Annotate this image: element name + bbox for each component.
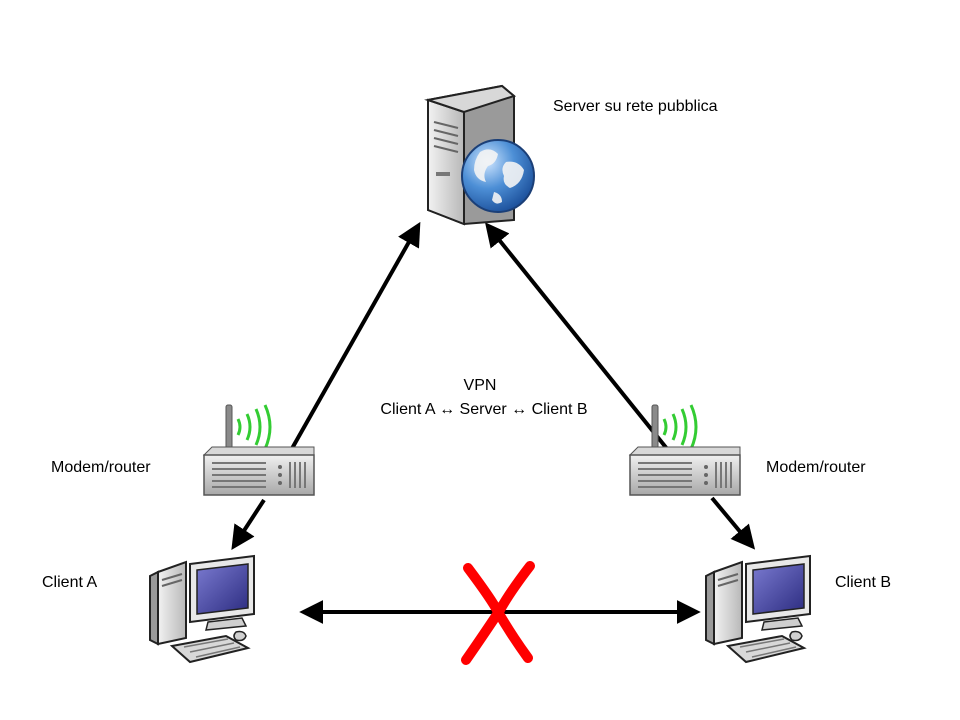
vpn-path-label: Client A ↔ Server ↔ Client B: [380, 401, 588, 418]
desktop-computer-icon-client-b: [705, 555, 811, 663]
client-a-label: Client A: [42, 574, 98, 591]
link-router-left-client-a: [231, 498, 266, 551]
vpn-title: VPN: [463, 377, 497, 394]
desktop-computer-icon-client-a: [149, 555, 255, 663]
router-left-label: Modem/router: [51, 459, 151, 476]
web-server-icon: [424, 84, 535, 226]
red-cross-icon: [461, 561, 535, 665]
link-router-right-server: [484, 222, 670, 452]
server-label: Server su rete pubblica: [553, 98, 718, 115]
link-router-right-client-b: [710, 496, 756, 550]
client-b-label: Client B: [835, 574, 892, 591]
router-right-label: Modem/router: [766, 459, 866, 476]
link-router-left-server: [288, 221, 421, 453]
